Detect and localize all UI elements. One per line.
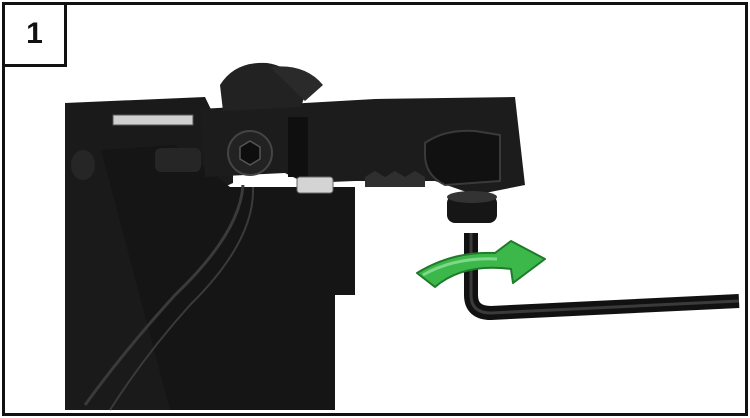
step-number: 1 xyxy=(5,19,64,49)
side-knob xyxy=(71,150,95,180)
rotate-clockwise-arrow-icon xyxy=(417,241,545,287)
tool-illustration xyxy=(5,5,745,413)
guide-rod xyxy=(113,115,193,125)
silver-pin xyxy=(297,177,333,193)
step-badge: 1 xyxy=(5,5,67,67)
